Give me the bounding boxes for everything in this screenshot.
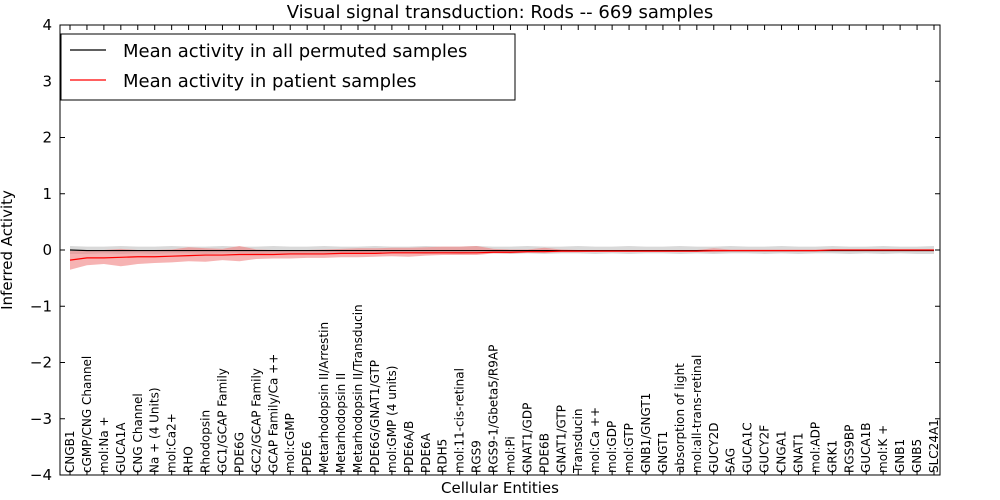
y-tick-label: −4: [30, 466, 52, 484]
x-tick-label: CNGB1: [63, 430, 77, 473]
x-tick-label: PDE6G/GNAT1/GTP: [368, 360, 382, 473]
x-tick-label: GNAT1/GTP: [554, 405, 568, 473]
y-tick-label: 3: [42, 72, 52, 90]
x-tick-label: GUCY2D: [707, 423, 721, 473]
y-tick-label: 0: [42, 241, 52, 259]
x-tick-label: GNB1/GNGT1: [639, 393, 653, 473]
x-tick-label: mol:Ca ++: [588, 407, 602, 473]
x-tick-label: PDE6A: [419, 432, 433, 473]
x-tick-label: Transducin: [571, 409, 585, 474]
confidence-band-patient: [70, 246, 934, 270]
x-tick-label: RGS9: [470, 440, 484, 473]
x-tick-label: GC2/GCAP Family: [249, 368, 263, 473]
y-tick-label: −2: [30, 354, 52, 372]
series-lines: [69, 249, 934, 261]
x-tick-label: mol:K +: [876, 425, 890, 473]
x-tick-label: RDH5: [436, 439, 450, 473]
x-tick-label: RHO: [182, 446, 196, 473]
x-tick-label: GCAP Family/Ca ++: [266, 354, 280, 473]
y-tick-label: 1: [42, 185, 52, 203]
x-tick-label: GNAT1: [791, 432, 805, 473]
x-tick-label: RGS9-1/Gbeta5/R9AP: [487, 345, 501, 473]
x-tick-label: Rhodopsin: [199, 410, 213, 473]
x-tick-label: mol:GTP: [622, 423, 636, 473]
y-axis: −4 −3 −2 −1 0 1 2 3 4: [30, 16, 940, 484]
x-tick-label: mol:Pi: [503, 436, 517, 473]
y-tick-label: 2: [42, 129, 52, 147]
x-tick-label: GUCA1B: [859, 422, 873, 473]
x-tick-label: GNAT1/GDP: [520, 403, 534, 473]
legend-label-patient: Mean activity in patient samples: [123, 71, 417, 92]
legend: Mean activity in all permuted samples Me…: [60, 33, 516, 101]
x-tick-label: GUCA1C: [741, 422, 755, 473]
x-tick-label: GUCY2F: [758, 425, 772, 473]
x-tick-label: mol:Na +: [97, 416, 111, 473]
x-tick-label: PDE6G: [232, 432, 246, 473]
x-tick-label: cGMP/CNG Channel: [80, 356, 94, 473]
x-tick-label: Na + (4 Units): [148, 387, 162, 473]
x-tick-label: CNGA1: [775, 431, 789, 474]
x-tick-label: GC1/GCAP Family: [215, 368, 229, 473]
legend-box: [60, 33, 516, 101]
x-tick-label: Metarhodopsin II: [334, 373, 348, 473]
x-tick-label: Metarhodopsin II/Arrestin: [317, 322, 331, 473]
y-tick-label: −3: [30, 410, 52, 428]
x-tick-label: GNGT1: [656, 431, 670, 473]
x-tick-label: mol:11-cis-retinal: [453, 368, 467, 473]
x-tick-label: PDE6: [300, 441, 314, 473]
x-tick-label: mol:all-trans-retinal: [690, 355, 704, 473]
x-tick-label: SAG: [724, 448, 738, 473]
y-axis-label: Inferred Activity: [0, 190, 16, 310]
x-tick-label: PDE6B: [537, 433, 551, 473]
x-tick-label: mol:cGMP: [283, 413, 297, 473]
x-tick-label: PDE6A/B: [402, 421, 416, 473]
x-tick-label: mol:Ca2+: [165, 413, 179, 473]
x-tick-label: Metarhodopsin II/Transducin: [351, 304, 365, 473]
x-tick-label: mol:GDP: [605, 421, 619, 473]
x-tick-label: GRK1: [825, 440, 839, 473]
x-axis-label: Cellular Entities: [441, 479, 559, 497]
chart-title: Visual signal transduction: Rods -- 669 …: [287, 2, 714, 23]
x-tick-label: SLC24A1: [927, 419, 941, 473]
x-tick-label: absorption of light: [673, 363, 687, 473]
x-tick-label: GNB5: [910, 439, 924, 473]
x-tick-label: mol:GMP (4 units): [385, 366, 399, 473]
series-line-patient: [69, 249, 934, 261]
x-tick-label: CNG Channel: [131, 393, 145, 473]
x-tick-label: GNB1: [893, 439, 907, 473]
x-tick-label: RGS9BP: [842, 425, 856, 473]
legend-label-permuted: Mean activity in all permuted samples: [123, 41, 467, 62]
y-tick-label: 4: [42, 16, 52, 34]
x-tick-label: GUCA1A: [114, 422, 128, 473]
x-tick-label: mol:ADP: [808, 422, 822, 473]
y-tick-label: −1: [30, 297, 52, 315]
